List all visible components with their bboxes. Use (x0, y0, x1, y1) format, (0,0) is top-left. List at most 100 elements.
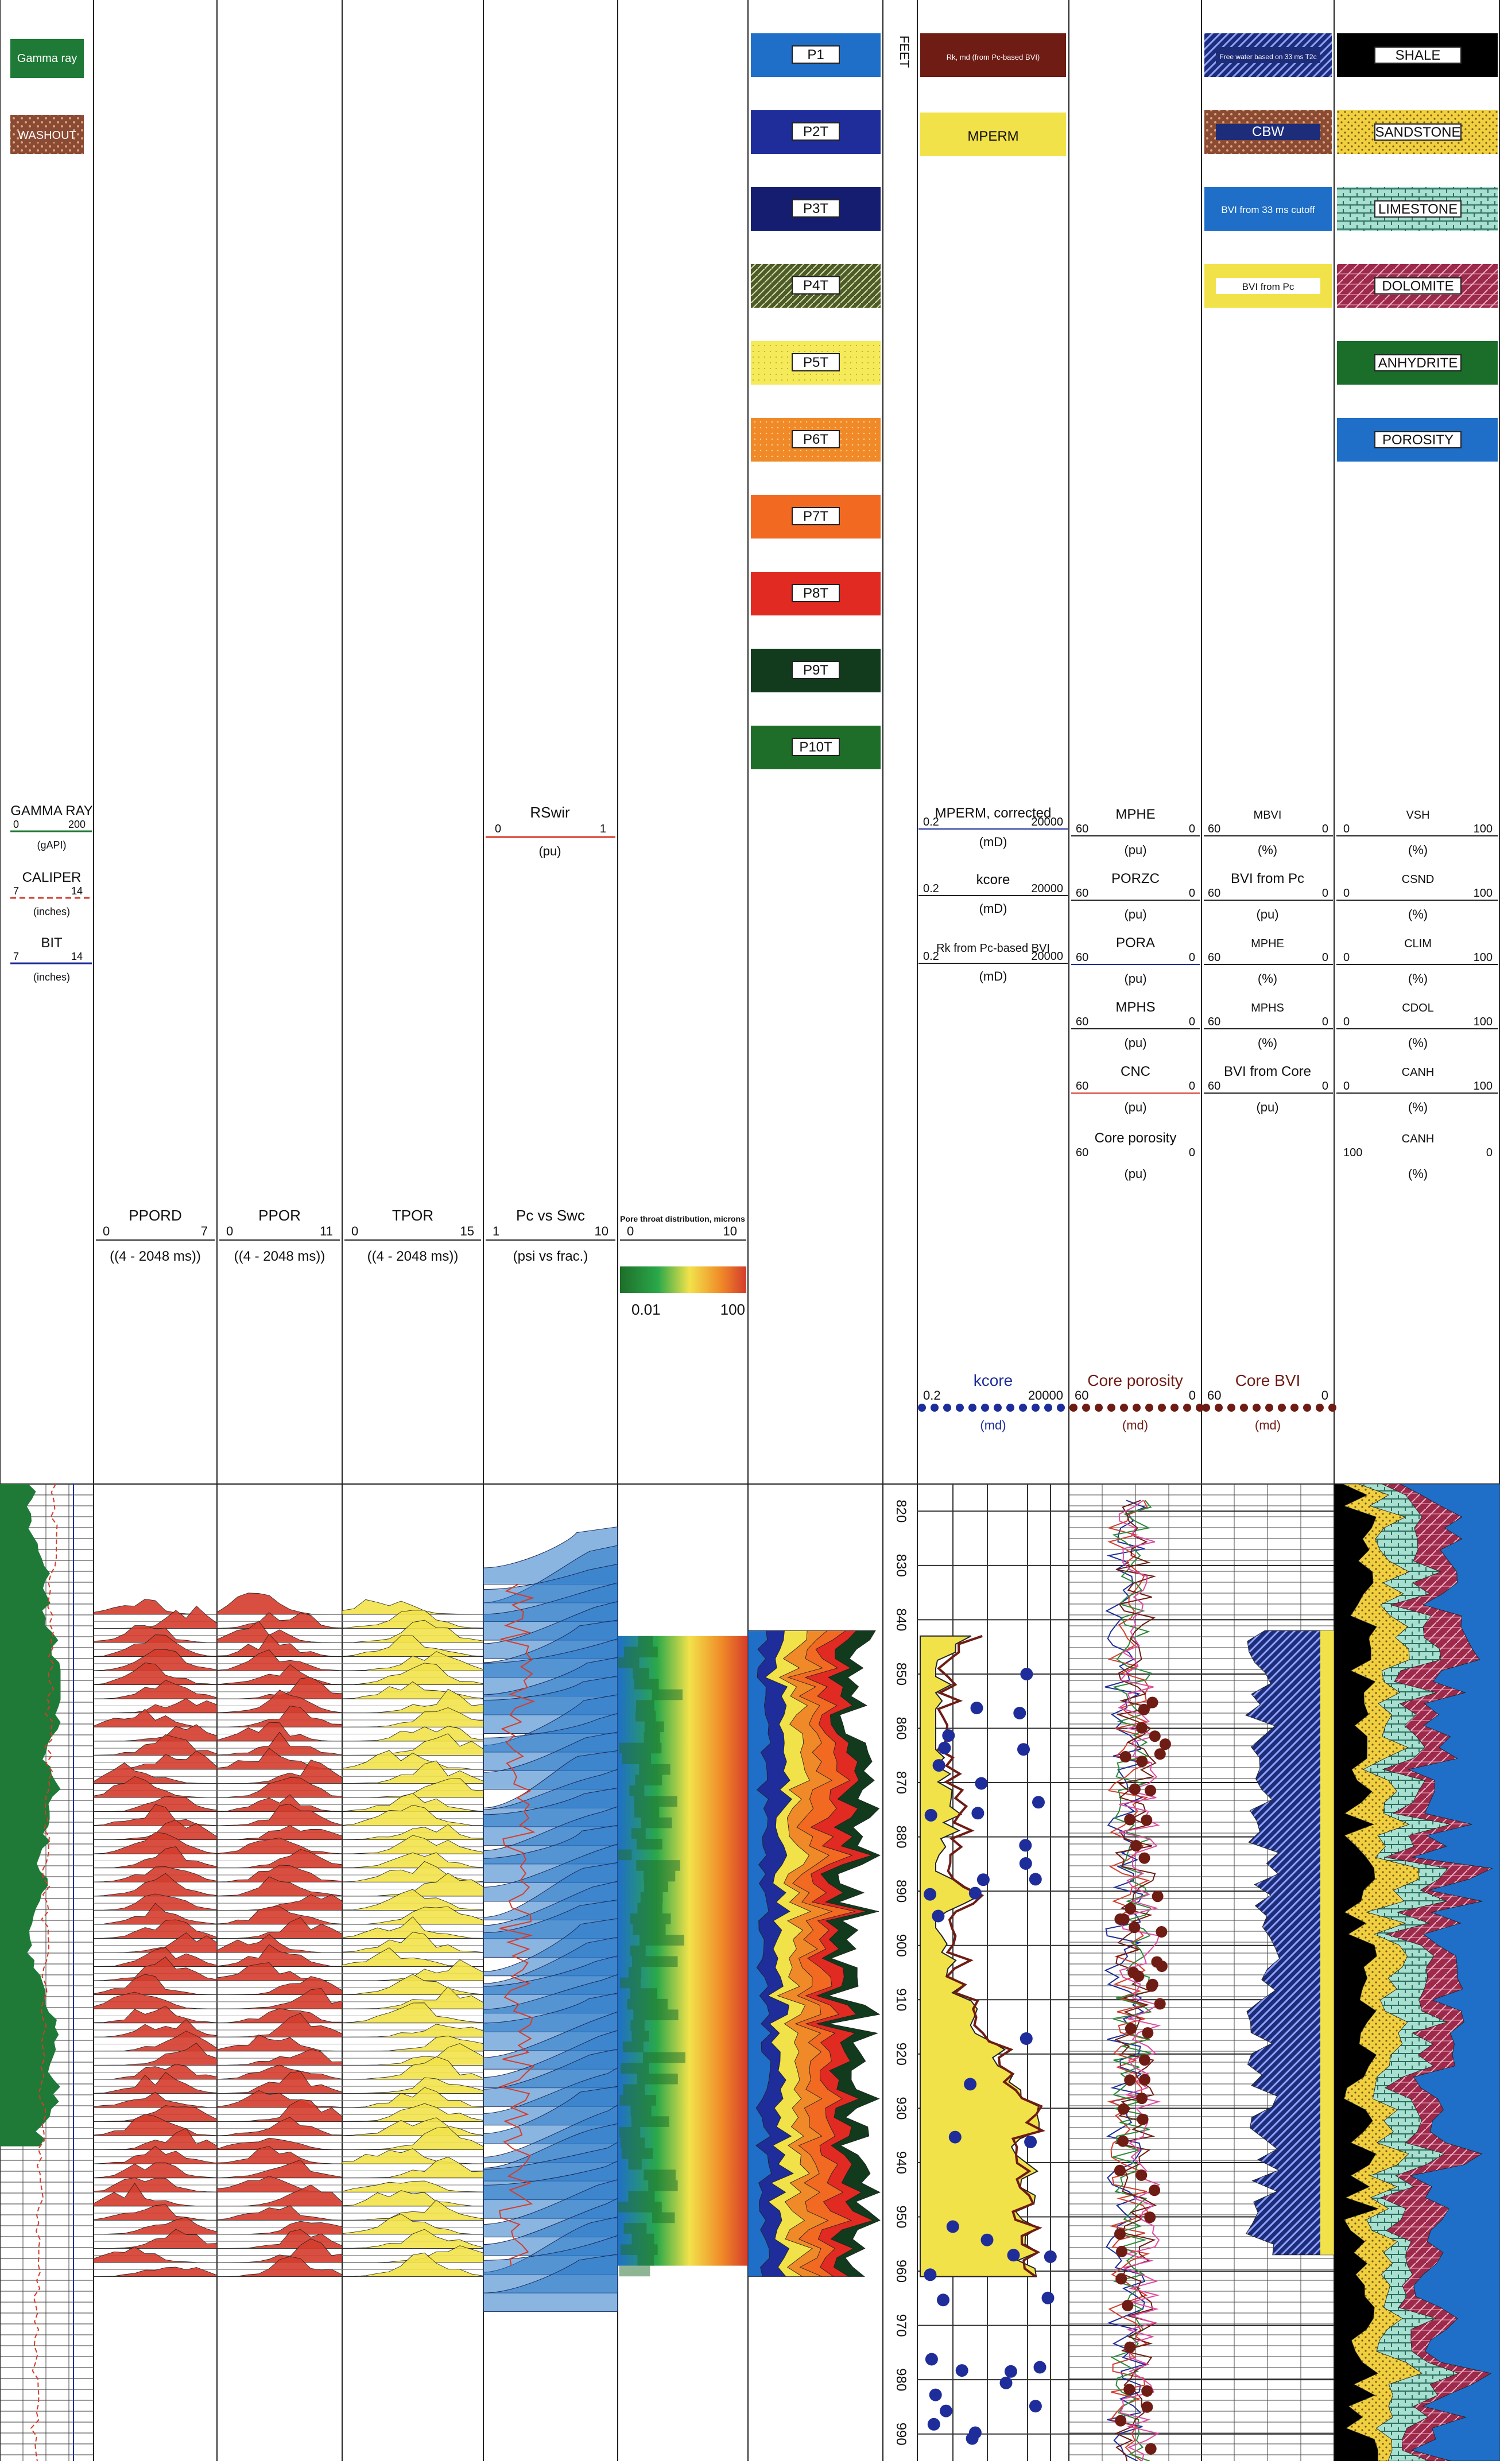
tpor-spectrum (342, 1906, 484, 1925)
pore-dist-band (631, 1956, 678, 1967)
lith-curve-max: 100 (1474, 1016, 1493, 1028)
spectra-name-PPOR: PPOR (258, 1207, 301, 1224)
core-porosity-point (1154, 1748, 1166, 1760)
pore-legend-tag (792, 738, 840, 756)
poro-curve-max: 0 (1189, 887, 1195, 900)
ppord-spectrum (93, 1947, 218, 1967)
pore-dist-band (636, 1838, 662, 1850)
core-header-name: Core BVI (1235, 1372, 1301, 1389)
lith-curve-name: CLIM (1404, 937, 1432, 950)
pore-legend-tag (792, 45, 840, 64)
tpor-spectrum (342, 1663, 484, 1686)
perm-curve-max: 20000 (1031, 882, 1063, 895)
kcore-point (938, 1741, 951, 1754)
depth-tick-label-840: 840 (893, 1608, 909, 1631)
kcore-point (1029, 1873, 1042, 1886)
depth-tick-label-920: 920 (893, 2043, 909, 2066)
poro-curve-name: Core porosity (1095, 1130, 1177, 1146)
core-porosity-point (1114, 1913, 1126, 1925)
ppord-spectrum (93, 2128, 218, 2151)
tpor-spectrum (342, 1793, 484, 1812)
core-porosity-point (1159, 1738, 1171, 1750)
kcore-point (980, 2233, 994, 2246)
core-header-max: 0 (1321, 1388, 1328, 1403)
poro-curve-min: 60 (1076, 823, 1088, 835)
core-porosity-point (1145, 2443, 1157, 2455)
kcore-point (924, 1808, 937, 1822)
pore-legend-label-P1: P1 (807, 47, 824, 63)
ppord-spectrum (93, 1932, 218, 1953)
depth-tick-label-860: 860 (893, 1717, 909, 1739)
ppord-spectrum (93, 1992, 218, 2009)
porosity-curve (1104, 1500, 1147, 2462)
ppord-spectrum (93, 1724, 218, 1742)
ppor-spectrum (216, 1917, 343, 1939)
poro-curve-unit: (pu) (1124, 1167, 1146, 1181)
kcore-point (966, 2432, 979, 2445)
ppord-spectrum (93, 1625, 218, 1643)
tpor-spectrum (342, 1835, 484, 1854)
pore-dist-band (631, 2233, 654, 2245)
tpor-spectrum (342, 2043, 484, 2066)
pore-legend-tag (792, 353, 840, 371)
kcore-point (942, 1729, 955, 1742)
core-porosity-point (1152, 1890, 1164, 1903)
kcore-point (1041, 2291, 1055, 2304)
pore-dist-band (618, 2202, 662, 2213)
kcore-point (1004, 2365, 1017, 2378)
core-header-unit: (md) (1255, 1418, 1281, 1432)
spectra-unit: (psi vs frac.) (513, 1249, 588, 1264)
tpor-spectrum (342, 2056, 484, 2080)
kcore-point (1024, 2136, 1037, 2148)
pore-legend-label-P8T: P8T (803, 586, 828, 601)
pore-dist-band (641, 1817, 672, 1828)
bvi-curve-max: 0 (1322, 951, 1328, 964)
ppor-spectrum (216, 1894, 343, 1911)
core-header-unit: (md) (1122, 1418, 1148, 1432)
core-header-dot (1145, 1404, 1153, 1412)
ppord-spectrum (93, 1819, 218, 1841)
depth-tick-label-820: 820 (893, 1500, 909, 1522)
lith-curve-min: 0 (1343, 1080, 1350, 1092)
tpor-spectrum (342, 2103, 484, 2122)
core-porosity-point (1136, 2093, 1148, 2105)
pore-dist-band (644, 1870, 676, 1882)
tpor-spectrum (342, 2002, 484, 2024)
lith-legend-tag (1374, 47, 1462, 64)
track1-curve-max: 200 (68, 819, 86, 830)
rswir-min: 0 (495, 823, 501, 835)
ppor-spectrum (216, 2013, 343, 2037)
depth-tick-label-990: 990 (893, 2423, 909, 2446)
core-porosity-point (1149, 1730, 1161, 1742)
pore-dist-band (637, 2073, 678, 2085)
ppor-spectrum (216, 1962, 343, 1981)
poro-curve-max: 0 (1189, 1146, 1195, 1159)
poro-curve-name: PORZC (1111, 871, 1160, 886)
ppor-spectrum (216, 1612, 343, 1629)
kcore-point (976, 1873, 990, 1886)
poro-curve-min: 60 (1076, 887, 1088, 900)
tpor-spectrum (342, 2199, 484, 2221)
core-header-dot (1107, 1404, 1115, 1412)
ppord-spectrum (93, 2043, 218, 2066)
lith-curve-name: CDOL (1402, 1002, 1434, 1014)
core-porosity-point (1151, 1956, 1163, 1968)
tpor-spectrum (342, 1777, 484, 1798)
bvi-legend-label: BVI from Pc (1242, 281, 1294, 292)
ppord-spectrum (93, 1893, 218, 1911)
track1-curve-name: BIT (41, 935, 63, 951)
lith-curve-min: 100 (1343, 1146, 1362, 1159)
pore-dist-band (631, 2031, 649, 2042)
depth-tick-label-980: 980 (893, 2368, 909, 2391)
track1-curve-min: 7 (13, 951, 19, 962)
pore-dist-min: 0 (627, 1224, 634, 1238)
tpor-spectrum (342, 1688, 484, 1714)
ppord-spectrum (93, 2183, 218, 2207)
core-header-dot (1158, 1404, 1166, 1412)
pore-dist-band (628, 1967, 642, 1978)
tpor-spectrum (342, 1726, 484, 1742)
pore-dist-band (622, 1753, 652, 1764)
core-porosity-point (1156, 1926, 1168, 1938)
